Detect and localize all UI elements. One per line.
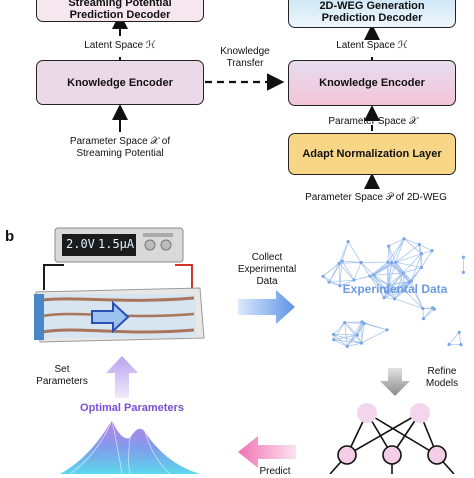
network-node bbox=[343, 321, 346, 324]
network-node bbox=[360, 320, 363, 323]
network-edge bbox=[342, 242, 348, 261]
device-channel bbox=[34, 288, 204, 342]
refine-label: Refine Models bbox=[412, 366, 472, 390]
network-node bbox=[368, 274, 371, 277]
network-node bbox=[372, 274, 375, 277]
network-node bbox=[402, 237, 405, 240]
left-encoder-label: Knowledge Encoder bbox=[67, 77, 173, 89]
network-node bbox=[462, 271, 465, 274]
adapt-normalization-box: Adapt Normalization Layer bbox=[288, 133, 456, 175]
left-decoder-box: Streaming Potential Prediction Decoder bbox=[36, 0, 204, 22]
network-node bbox=[337, 262, 340, 265]
network-node bbox=[462, 256, 465, 259]
network-edge bbox=[404, 239, 421, 254]
network-edge bbox=[361, 263, 374, 276]
right-decoder-box: 2D-WEG Generation Prediction Decoder bbox=[288, 0, 456, 28]
network-edge bbox=[388, 246, 389, 262]
wire-red bbox=[175, 265, 192, 290]
network-edge bbox=[342, 261, 361, 262]
network-node bbox=[360, 342, 363, 345]
right-decoder-label: 2D-WEG Generation Prediction Decoder bbox=[319, 0, 424, 24]
network-node bbox=[356, 333, 359, 336]
network-edge bbox=[392, 239, 404, 263]
experimental-data-label: Experimental Data bbox=[330, 282, 460, 296]
network-node bbox=[393, 297, 396, 300]
network-node bbox=[401, 271, 404, 274]
network-node bbox=[390, 261, 393, 264]
network-node bbox=[382, 296, 385, 299]
network-edge bbox=[419, 245, 432, 251]
network-node bbox=[387, 245, 390, 248]
network-node bbox=[321, 275, 324, 278]
left-encoder-box: Knowledge Encoder bbox=[36, 60, 204, 105]
right-latent-label: Latent Space ℋ bbox=[322, 40, 422, 52]
network-node bbox=[346, 345, 349, 348]
network-edge bbox=[449, 332, 459, 344]
left-decoder-label: Streaming Potential Prediction Decoder bbox=[68, 0, 171, 21]
network-edge bbox=[354, 276, 370, 280]
network-edge bbox=[361, 263, 370, 277]
network-node bbox=[447, 343, 450, 346]
network-node bbox=[346, 240, 349, 243]
right-encoder-box: Knowledge Encoder bbox=[288, 60, 456, 106]
network-node bbox=[422, 317, 425, 320]
network-node bbox=[459, 343, 462, 346]
set-parameters-arrow bbox=[106, 356, 138, 398]
set-parameters-label: Set Parameters bbox=[32, 364, 92, 388]
network-edge bbox=[361, 330, 386, 343]
network-node bbox=[385, 328, 388, 331]
network-node bbox=[394, 261, 397, 264]
network-node bbox=[431, 306, 434, 309]
display-voltage: 2.0V bbox=[66, 237, 95, 251]
optimal-parameters-label: Optimal Parameters bbox=[62, 402, 202, 414]
left-latent-label: Latent Space ℋ bbox=[70, 40, 170, 52]
network-edge bbox=[334, 323, 345, 335]
collect-label: Collect Experimental Data bbox=[222, 252, 312, 288]
network-edge bbox=[459, 332, 461, 344]
network-edge bbox=[362, 322, 387, 330]
collect-arrow bbox=[238, 290, 295, 324]
network-node bbox=[430, 249, 433, 252]
network-node bbox=[341, 259, 344, 262]
network-node bbox=[421, 307, 424, 310]
network-node bbox=[458, 331, 461, 334]
network-edge bbox=[411, 267, 421, 281]
adapt-normalization-label: Adapt Normalization Layer bbox=[302, 148, 441, 160]
predict-label: Predict bbox=[245, 466, 305, 478]
network-node bbox=[359, 261, 362, 264]
right-param-bottom-label: Parameter Space 𝒫 of 2D-WEG bbox=[298, 192, 454, 204]
network-edge bbox=[348, 242, 361, 263]
network-edge bbox=[354, 263, 361, 281]
network-node bbox=[420, 266, 423, 269]
right-param-mid-label: Parameter Space 𝒳 bbox=[318, 116, 428, 128]
network-node bbox=[386, 260, 389, 263]
network-node bbox=[332, 333, 335, 336]
network-edge bbox=[345, 322, 362, 323]
network-node bbox=[332, 338, 335, 341]
network-node bbox=[418, 243, 421, 246]
network-edge bbox=[404, 239, 419, 245]
right-encoder-label: Knowledge Encoder bbox=[319, 77, 425, 89]
network-node bbox=[420, 252, 423, 255]
network-edge bbox=[342, 261, 354, 280]
network-edge bbox=[424, 308, 433, 319]
neural-network bbox=[330, 403, 454, 474]
display-current: 1.5μA bbox=[98, 237, 134, 251]
refine-arrow bbox=[380, 368, 410, 396]
knowledge-transfer-label: Knowledge Transfer bbox=[205, 46, 285, 70]
optimization-landscape bbox=[60, 420, 200, 474]
predict-arrow bbox=[238, 436, 296, 468]
left-param-label: Parameter Space 𝒳 of Streaming Potential bbox=[50, 136, 190, 160]
panel-letter-b: b bbox=[5, 228, 14, 245]
wire-black bbox=[44, 265, 64, 290]
